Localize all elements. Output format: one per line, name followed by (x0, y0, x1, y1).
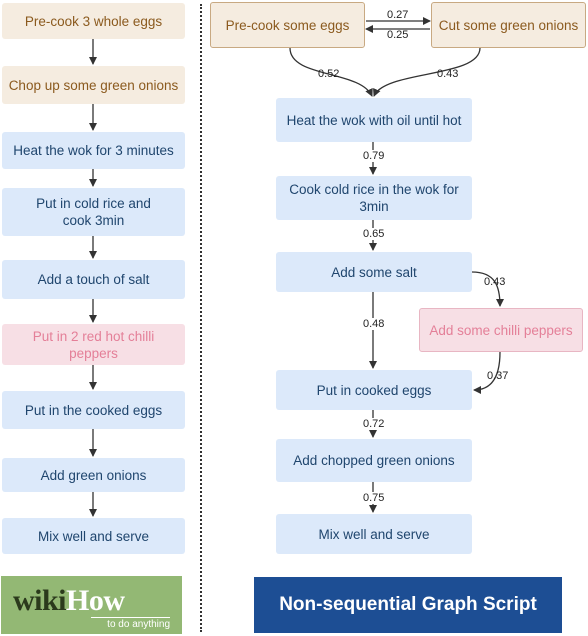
node-heat-wok-label: Heat the wok with oil until hot (286, 112, 462, 128)
wikihow-how-text: How (66, 584, 125, 617)
node-add-chilli-label: Add some chilli peppers (429, 322, 573, 338)
left-step-6-label: Put in 2 red hot chilli peppers (32, 328, 155, 361)
node-add-salt: Add some salt (276, 252, 472, 292)
left-step-3-label: Heat the wok for 3 minutes (13, 143, 174, 158)
weight-eggs-to-onions-chopped: 0.72 (363, 418, 385, 430)
left-step-4-label: Put in cold rice and cook 3min (36, 196, 151, 228)
weight-onions-to-heat: 0.43 (437, 68, 459, 80)
edge-chilli-to-eggs (473, 351, 501, 394)
weight-heat-to-rice: 0.79 (363, 150, 385, 162)
left-step-7: Put in the cooked eggs (2, 391, 185, 429)
node-precook-eggs: Pre-cook some eggs (210, 2, 365, 48)
left-step-2-label: Chop up some green onions (8, 77, 179, 93)
graph-script-banner: Non-sequential Graph Script (254, 577, 562, 633)
left-step-1-label: Pre-cook 3 whole eggs (24, 13, 163, 29)
column-divider (200, 4, 202, 632)
node-put-eggs-label: Put in cooked eggs (316, 382, 432, 398)
weight-salt-to-chilli: 0.43 (484, 276, 506, 288)
graph-script-banner-label: Non-sequential Graph Script (279, 594, 537, 615)
left-step-3: Heat the wok for 3 minutes (2, 132, 185, 169)
node-add-onions-label: Add chopped green onions (293, 453, 455, 468)
weight-rice-to-salt: 0.65 (363, 228, 385, 240)
left-step-4: Put in cold rice and cook 3min (2, 188, 185, 236)
left-step-8-label: Add green onions (40, 467, 147, 483)
node-add-chilli: Add some chilli peppers (419, 308, 583, 352)
left-step-5-label: Add a touch of salt (37, 272, 150, 287)
weight-salt-to-eggs: 0.48 (363, 318, 385, 330)
edge-onions-to-heat (373, 47, 481, 97)
edge-salt-to-chilli (471, 271, 504, 307)
node-cook-rice: Cook cold rice in the wok for 3min (276, 176, 472, 220)
wikihow-wordmark: wikiHow (13, 584, 125, 618)
node-put-eggs: Put in cooked eggs (276, 370, 472, 410)
node-add-salt-label: Add some salt (331, 264, 417, 280)
wikihow-underline (91, 617, 170, 618)
node-cut-onions: Cut some green onions (431, 2, 586, 48)
node-mix-serve-label: Mix well and serve (318, 526, 430, 542)
left-step-5: Add a touch of salt (2, 260, 185, 299)
wikihow-tagline: to do anything (107, 619, 170, 630)
left-step-9: Mix well and serve (2, 518, 185, 554)
weight-eggs-to-heat: 0.52 (318, 68, 340, 80)
left-step-1: Pre-cook 3 whole eggs (2, 3, 185, 39)
weight-chilli-to-eggs: 0.37 (487, 370, 509, 382)
node-heat-wok: Heat the wok with oil until hot (276, 98, 472, 142)
node-mix-serve: Mix well and serve (276, 514, 472, 554)
wikihow-logo: wikiHow to do anything (1, 576, 182, 634)
left-step-8: Add green onions (2, 458, 185, 492)
node-cut-onions-label: Cut some green onions (438, 17, 579, 33)
wikihow-wiki-text: wiki (13, 584, 67, 617)
node-cook-rice-label: Cook cold rice in the wok for 3min (289, 182, 459, 214)
weight-onions-to-mix: 0.75 (363, 492, 385, 504)
left-step-2: Chop up some green onions (2, 66, 185, 104)
left-step-6: Put in 2 red hot chilli peppers (2, 324, 185, 365)
node-precook-eggs-label: Pre-cook some eggs (225, 17, 350, 33)
left-step-9-label: Mix well and serve (37, 528, 150, 544)
edge-eggs-to-heat (289, 47, 373, 97)
left-step-7-label: Put in the cooked eggs (24, 402, 163, 418)
weight-eggs-to-onions: 0.27 (387, 9, 409, 21)
weight-onions-to-eggs: 0.25 (387, 29, 409, 41)
node-add-onions: Add chopped green onions (276, 439, 472, 482)
